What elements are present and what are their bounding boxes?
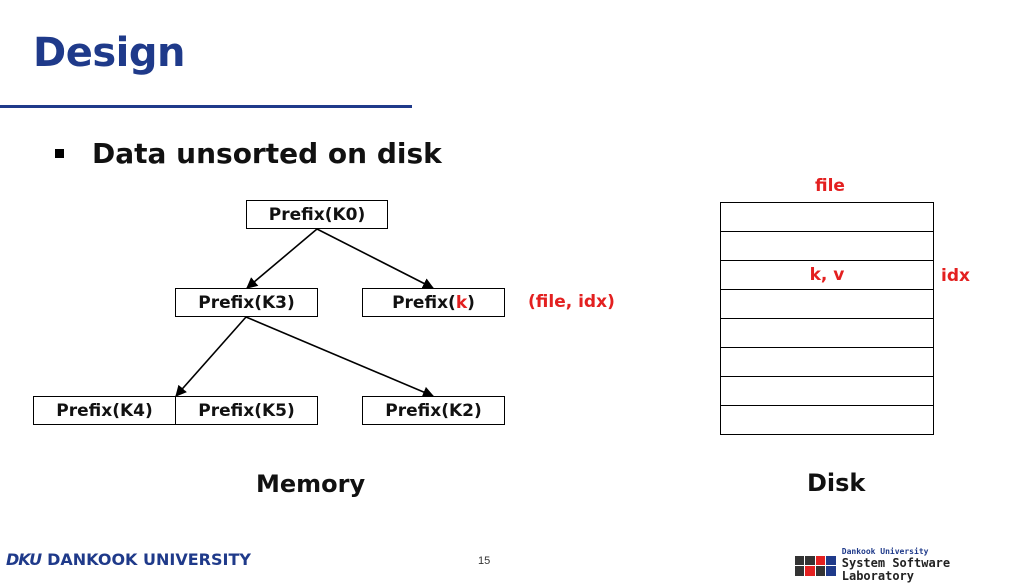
disk-row (721, 232, 933, 261)
edge-k3-k2 (245, 316, 435, 398)
edge-k0-k3 (246, 228, 318, 289)
disk-idx-label: idx (941, 266, 970, 286)
page-number: 15 (478, 555, 491, 567)
title-underline (0, 105, 412, 108)
disk-label: Disk (807, 469, 866, 497)
disk-file-label: file (815, 176, 845, 196)
disk-row (721, 348, 933, 377)
node-prefix-k0: Prefix(K0) (246, 200, 388, 229)
edge-k3-k4 (175, 316, 247, 397)
dankook-university-logo: DKU DANKOOK UNIVERSITY (6, 550, 251, 569)
node-prefix-k-close: ) (467, 292, 475, 313)
pointer-note: (file, idx) (528, 292, 615, 312)
disk-row (721, 377, 933, 406)
node-prefix-k4: Prefix(K4) (33, 396, 176, 425)
disk-row (721, 406, 933, 435)
memory-label: Memory (256, 470, 366, 498)
node-prefix-k-open: Prefix( (392, 292, 456, 313)
node-prefix-k-key: k (455, 292, 468, 313)
lab-emblem-icon (795, 555, 836, 576)
university-name: DANKOOK UNIVERSITY (47, 550, 251, 569)
disk-row (721, 290, 933, 319)
slide-title: Design (33, 30, 185, 76)
disk-table: k, v (720, 202, 934, 435)
node-prefix-k: Prefix(k) (362, 288, 505, 317)
disk-row (721, 319, 933, 348)
node-prefix-k5: Prefix(K5) (175, 396, 318, 425)
lab-university: Dankook University (841, 547, 929, 556)
node-prefix-k3: Prefix(K3) (175, 288, 318, 317)
node-prefix-k2: Prefix(K2) (362, 396, 505, 425)
bullet-square-icon (55, 149, 64, 158)
edge-k0-k (316, 228, 434, 289)
disk-row-kv: k, v (721, 261, 933, 290)
lab-logo: Dankook University System Software Labor… (795, 547, 1024, 583)
lab-name: System Software Laboratory (841, 555, 951, 583)
disk-row (721, 203, 933, 232)
dku-mark-icon: DKU (6, 550, 42, 569)
bullet-text: Data unsorted on disk (92, 137, 442, 170)
